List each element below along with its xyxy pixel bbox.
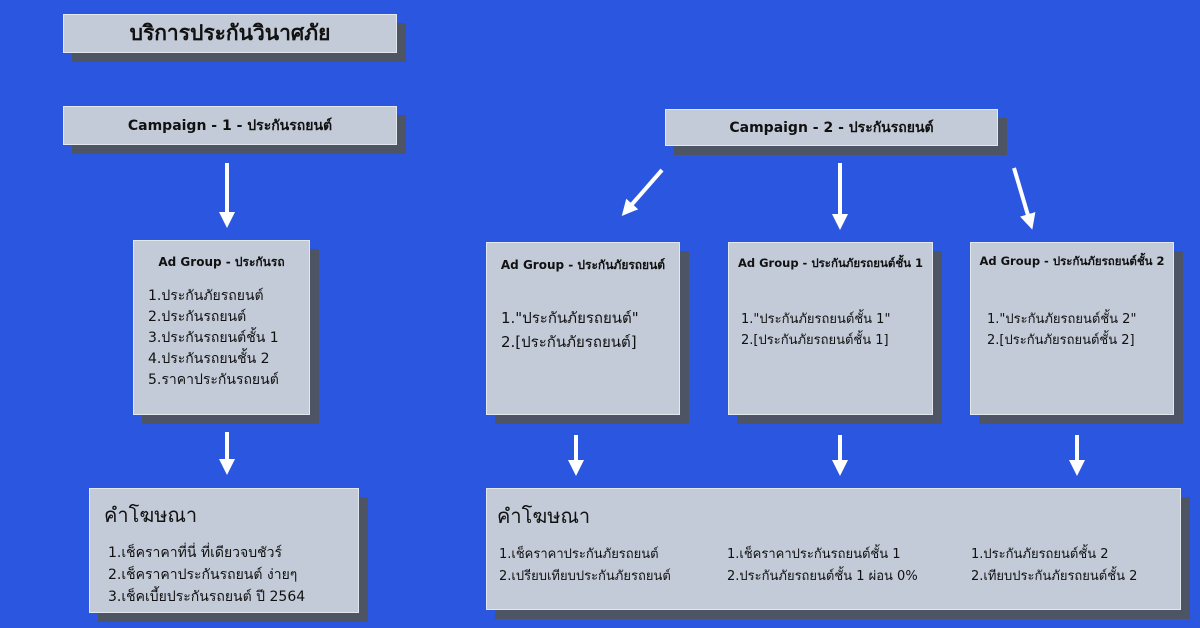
campaign-2-box: Campaign - 2 - ประกันรถยนต์	[665, 109, 998, 146]
ad-copy-2-column-1: 1.เช็คราคาประกันภัยรถยนต์ 2.เปรียบเทียบป…	[499, 544, 671, 588]
keyword-item: 2.[ประกันภัยรถยนต์ชั้น 2]	[987, 333, 1135, 348]
keyword-item: 5.ราคาประกันรถยนต์	[148, 372, 279, 388]
keyword-item: 2.[ประกันภัยรถยนต์]	[501, 333, 637, 351]
keyword-item: 1."ประกันภัยรถยนต์ชั้น 1"	[741, 312, 891, 327]
ad-line: 2.ประกันภัยรถยนต์ชั้น 1 ผ่อน 0%	[727, 569, 918, 584]
ad-copy-1-box: คำโฆษณา 1.เช็คราคาที่นี่ ที่เดียวจบชัวร์…	[89, 488, 359, 613]
ad-copy-1-lines: 1.เช็คราคาที่นี่ ที่เดียวจบชัวร์ 2.เช็คร…	[108, 542, 305, 608]
arrow-campaign2-adgroup2	[621, 168, 664, 217]
ad-group-1-keywords: 1.ประกันภัยรถยนต์ 2.ประกันรถยนต์ 3.ประกั…	[148, 286, 279, 391]
keyword-item: 1."ประกันภัยรถยนต์ชั้น 2"	[987, 312, 1137, 327]
ad-line: 1.ประกันภัยรถยนต์ชั้น 2	[971, 547, 1109, 562]
ad-line: 2.เทียบประกันภัยรถยนต์ชั้น 2	[971, 569, 1138, 584]
keyword-item: 3.ประกันรถยนต์ชั้น 1	[148, 330, 279, 346]
ad-line: 2.เช็คราคาประกันรถยนต์ ง่ายๆ	[108, 567, 298, 583]
ad-group-1-title: Ad Group - ประกันรถ	[158, 255, 285, 269]
ad-group-2-keywords: 1."ประกันภัยรถยนต์" 2.[ประกันภัยรถยนต์]	[501, 306, 639, 354]
ad-copy-1-title: คำโฆษณา	[104, 503, 198, 527]
campaign-1-box: Campaign - 1 - ประกันรถยนต์	[63, 106, 397, 145]
ad-group-4-keywords: 1."ประกันภัยรถยนต์ชั้น 2" 2.[ประกันภัยรถ…	[987, 309, 1136, 351]
ad-group-3-title: Ad Group - ประกันภัยรถยนต์ชั้น 1	[737, 256, 924, 270]
keyword-item: 1."ประกันภัยรถยนต์"	[501, 309, 639, 327]
ad-group-4-box: Ad Group - ประกันภัยรถยนต์ชั้น 2 1."ประก…	[970, 242, 1174, 415]
keyword-item: 4.ประกันรถยนชั้น 2	[148, 351, 270, 367]
ad-line: 1.เช็คราคาที่นี่ ที่เดียวจบชัวร์	[108, 545, 283, 561]
ad-copy-2-column-2: 1.เช็คราคาประกันรถยนต์ชั้น 1 2.ประกันภัย…	[727, 544, 918, 588]
ad-line: 1.เช็คราคาประกันรถยนต์ชั้น 1	[727, 547, 901, 562]
ad-group-3-keywords: 1."ประกันภัยรถยนต์ชั้น 1" 2.[ประกันภัยรถ…	[741, 309, 890, 351]
ad-group-2-box: Ad Group - ประกันภัยรถยนต์ 1."ประกันภัยร…	[486, 242, 680, 415]
ad-copy-2-box: คำโฆษณา 1.เช็คราคาประกันภัยรถยนต์ 2.เปรี…	[486, 488, 1181, 610]
ad-copy-2-title: คำโฆษณา	[497, 504, 591, 528]
page-title: บริการประกันวินาศภัย	[63, 14, 397, 53]
ad-line: 2.เปรียบเทียบประกันภัยรถยนต์	[499, 569, 671, 584]
keyword-item: 2.[ประกันภัยรถยนต์ชั้น 1]	[741, 333, 889, 348]
ad-group-4-title: Ad Group - ประกันภัยรถยนต์ชั้น 2	[979, 254, 1165, 268]
keyword-item: 1.ประกันภัยรถยนต์	[148, 288, 264, 304]
page-title-text: บริการประกันวินาศภัย	[129, 21, 331, 45]
campaign-2-label: Campaign - 2 - ประกันรถยนต์	[729, 119, 934, 136]
ad-line: 3.เช็คเบี้ยประกันรถยนต์ ปี 2564	[108, 589, 306, 605]
ad-copy-2-column-3: 1.ประกันภัยรถยนต์ชั้น 2 2.เทียบประกันภัย…	[971, 544, 1137, 588]
arrow-campaign2-adgroup4	[1012, 167, 1036, 230]
ad-group-1-box: Ad Group - ประกันรถ 1.ประกันภัยรถยนต์ 2.…	[133, 240, 310, 415]
ad-group-3-box: Ad Group - ประกันภัยรถยนต์ชั้น 1 1."ประก…	[728, 242, 933, 415]
ad-group-2-title: Ad Group - ประกันภัยรถยนต์	[500, 258, 666, 272]
ad-line: 1.เช็คราคาประกันภัยรถยนต์	[499, 547, 659, 562]
keyword-item: 2.ประกันรถยนต์	[148, 309, 247, 325]
campaign-1-label: Campaign - 1 - ประกันรถยนต์	[127, 117, 333, 134]
